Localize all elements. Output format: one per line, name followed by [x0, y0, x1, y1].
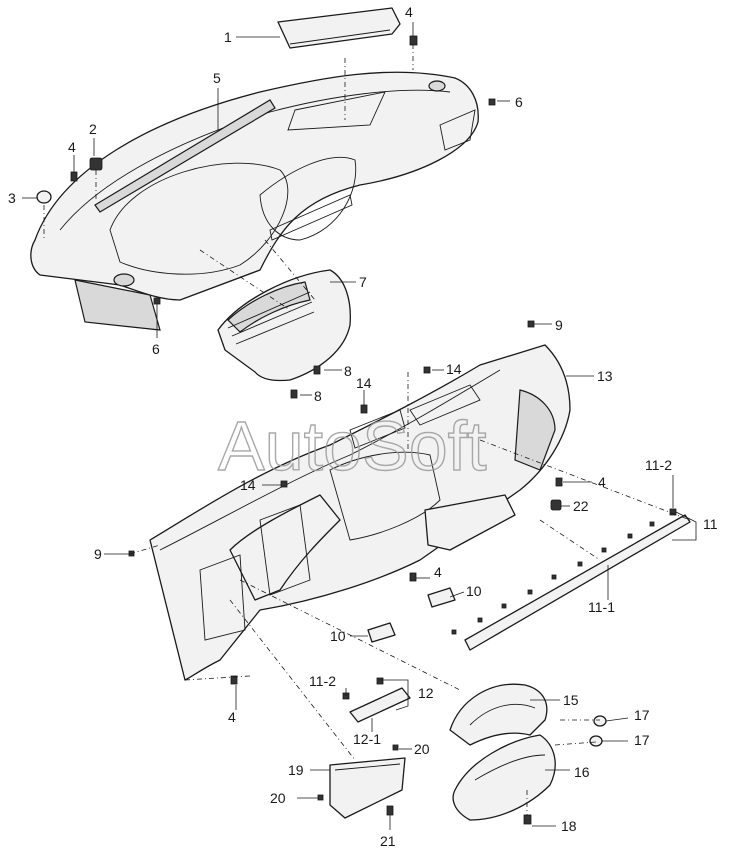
- callout-9a: 9: [555, 317, 563, 333]
- part-5-instrument-panel-upper: [30, 71, 479, 331]
- part-13-instrument-panel-lower: [149, 344, 571, 681]
- callout-11-1: 11-1: [588, 599, 615, 615]
- part-11-1-trim-strip: [464, 514, 691, 651]
- callout-11: 11: [703, 516, 718, 532]
- part-1-top-cover: [277, 7, 401, 49]
- callout-labels: 1 2 3 4 4 4 4 4 5 6 6 7 8 8 9 9 10 10 11…: [8, 4, 718, 849]
- part-10-bracket: [367, 587, 456, 643]
- callout-6a: 6: [515, 94, 523, 110]
- callout-3: 3: [8, 190, 16, 206]
- callout-5: 5: [213, 70, 221, 86]
- callout-21: 21: [380, 833, 396, 849]
- callout-12-1: 12-1: [353, 731, 381, 747]
- assembly-lines: [43, 44, 691, 815]
- callout-13: 13: [597, 368, 613, 384]
- callout-14c: 14: [240, 477, 256, 493]
- callout-15: 15: [563, 692, 579, 708]
- part-15-steering-column-shroud-upper: [449, 683, 548, 746]
- watermark: AutoSoft: [218, 407, 487, 485]
- part-12-1-bracket: [349, 687, 411, 723]
- callout-22: 22: [573, 498, 589, 514]
- callout-4e: 4: [228, 709, 236, 725]
- callout-12: 12: [418, 685, 434, 701]
- callout-10b: 10: [330, 628, 346, 644]
- callout-4b: 4: [68, 139, 76, 155]
- callout-18: 18: [561, 818, 577, 834]
- callout-20a: 20: [414, 741, 430, 757]
- part-7-cluster-bezel: [217, 269, 351, 382]
- callout-14b: 14: [356, 375, 372, 391]
- callout-7: 7: [359, 274, 367, 290]
- callout-19: 19: [288, 762, 304, 778]
- callout-11-2b: 11-2: [309, 673, 336, 689]
- callout-4c: 4: [434, 564, 442, 580]
- callout-6b: 6: [152, 341, 160, 357]
- callout-8a: 8: [344, 363, 352, 379]
- callout-17a: 17: [634, 707, 650, 723]
- callout-14a: 14: [446, 361, 462, 377]
- part-16-steering-column-shroud-lower: [452, 734, 556, 821]
- callout-4d: 4: [598, 474, 606, 490]
- callout-4a: 4: [405, 4, 413, 20]
- callout-2: 2: [89, 121, 97, 137]
- callout-17b: 17: [634, 732, 650, 748]
- callout-10a: 10: [466, 583, 482, 599]
- callout-11-2a: 11-2: [645, 457, 672, 473]
- callout-20b: 20: [270, 790, 286, 806]
- leader-lines: [22, 22, 697, 830]
- callout-1: 1: [224, 29, 232, 45]
- callout-16: 16: [574, 764, 590, 780]
- callout-9b: 9: [94, 546, 102, 562]
- callout-8b: 8: [314, 388, 322, 404]
- part-19-glove-box: [329, 757, 406, 819]
